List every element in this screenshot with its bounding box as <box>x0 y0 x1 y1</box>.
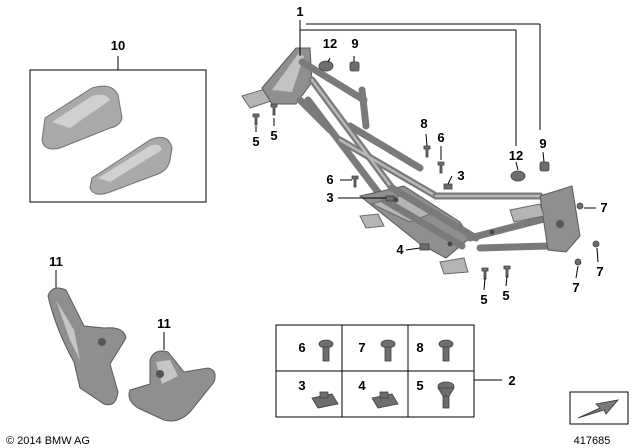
callout-7-a: 7 <box>600 200 607 215</box>
arrow-view-icon <box>569 391 629 425</box>
bracket-11-left <box>47 287 127 406</box>
screw-icon <box>318 339 334 362</box>
bracket-11-right <box>128 350 216 422</box>
screw-icon <box>380 339 396 362</box>
countersunk-screw-icon <box>437 381 455 409</box>
callout-1: 1 <box>296 4 303 19</box>
frame-hardware <box>252 60 600 280</box>
callout-6: 6 <box>437 130 444 145</box>
main-frame <box>241 47 581 275</box>
callouts: 1 12 9 5 5 8 6 6 3 3 4 5 5 12 9 7 7 7 <box>252 4 607 307</box>
grid-cell-number-2: 7 <box>358 340 365 355</box>
callout-5-rear-b: 5 <box>270 128 277 143</box>
grid-cell-number-6: 5 <box>416 378 423 393</box>
callout-12-rear: 12 <box>323 36 337 51</box>
grommet-12-front <box>510 170 526 182</box>
callout-9-front: 9 <box>539 136 546 151</box>
grommet-12-rear <box>318 60 334 72</box>
grid-cell-number-4: 3 <box>298 378 305 393</box>
grid-cell-number-3: 8 <box>416 340 423 355</box>
callout-7-c: 7 <box>572 280 579 295</box>
callout-5-lower-a: 5 <box>480 292 487 307</box>
clip-nut-icon <box>311 391 339 409</box>
copyright-text: © 2014 BMW AG <box>6 435 90 447</box>
callout-12-front: 12 <box>509 148 523 163</box>
callout-5-lower-b: 5 <box>502 288 509 303</box>
item-10-group: 10 <box>29 38 207 203</box>
nut-9-rear <box>349 61 360 72</box>
diagram-id: 417685 <box>574 435 611 447</box>
callout-6-left: 6 <box>326 172 333 187</box>
callout-8: 8 <box>420 116 427 131</box>
item-11-group: 11 11 <box>47 254 216 422</box>
screw-icon <box>438 339 454 362</box>
clip-nut-icon <box>371 391 399 409</box>
callout-7-b: 7 <box>596 264 603 279</box>
callout-9-rear: 9 <box>351 36 358 51</box>
footer: © 2014 BMW AG 417685 <box>6 391 629 447</box>
callout-2: 2 <box>508 373 515 388</box>
callout-10: 10 <box>111 38 125 53</box>
grid-cell-number-5: 4 <box>358 378 366 393</box>
parts-grid: 2 6 7 8 3 4 5 <box>275 324 516 418</box>
leader-lines <box>255 20 599 291</box>
callout-11-left: 11 <box>49 254 63 269</box>
grid-cell-number-1: 6 <box>298 340 305 355</box>
callout-11-right: 11 <box>157 316 171 331</box>
nut-9-front <box>539 161 550 172</box>
callout-5-rear-a: 5 <box>252 134 259 149</box>
callout-4: 4 <box>396 242 404 257</box>
callout-3-left: 3 <box>326 190 333 205</box>
callout-3-right: 3 <box>457 168 464 183</box>
